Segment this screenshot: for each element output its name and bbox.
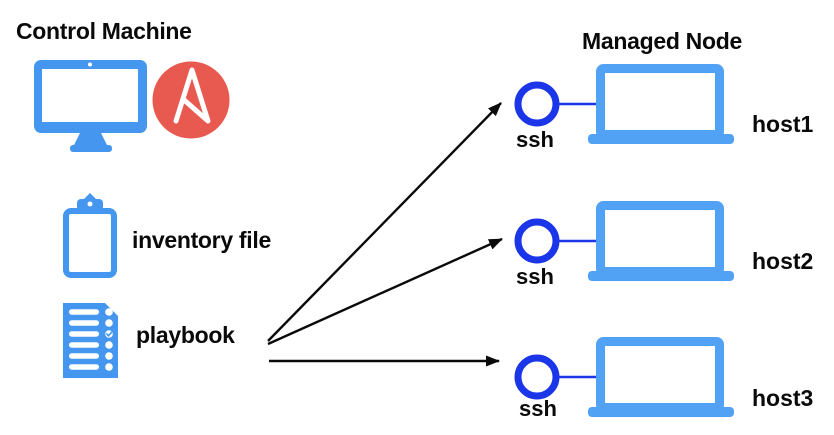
- managed-node-title: Managed Node: [582, 28, 742, 54]
- ansible-logo-icon: [150, 58, 234, 142]
- managed-node-row: ssh host2: [0, 197, 834, 297]
- playbook-checkmark: [106, 331, 113, 337]
- managed-node-row: ssh host1: [0, 60, 834, 160]
- arrow-playbook-to-host2: [267, 237, 503, 346]
- ansible-logo-circle: [152, 61, 230, 139]
- ssh-label: ssh: [519, 396, 557, 421]
- host-label: host3: [752, 385, 814, 411]
- ssh-label: ssh: [516, 264, 554, 289]
- host-label: host1: [752, 111, 814, 137]
- ssh-port-icon: [511, 215, 563, 267]
- ssh-port-icon: [511, 78, 563, 130]
- host-label: host2: [752, 248, 814, 274]
- arrow-playbook-to-host1: [267, 102, 502, 342]
- control-machine-title: Control Machine: [16, 18, 192, 44]
- laptop-icon: [587, 63, 737, 148]
- playbook-checklist-icon: [58, 298, 124, 386]
- laptop-icon: [587, 200, 737, 285]
- desktop-computer-icon: [30, 55, 155, 155]
- inventory-file-label: inventory file: [132, 227, 271, 253]
- laptop-icon: [587, 336, 737, 421]
- clipboard-icon: [58, 192, 124, 284]
- monitor-base: [70, 145, 112, 152]
- monitor-screen: [42, 69, 138, 122]
- monitor-camera-dot: [88, 62, 92, 67]
- ssh-port-icon: [511, 351, 563, 403]
- playbook-label: playbook: [136, 322, 235, 348]
- managed-node-row: ssh host3: [0, 333, 834, 433]
- clipboard-clip-hole: [87, 201, 93, 207]
- ansible-letter-a: [173, 67, 211, 124]
- ssh-label: ssh: [516, 127, 554, 152]
- monitor-stand: [74, 133, 107, 145]
